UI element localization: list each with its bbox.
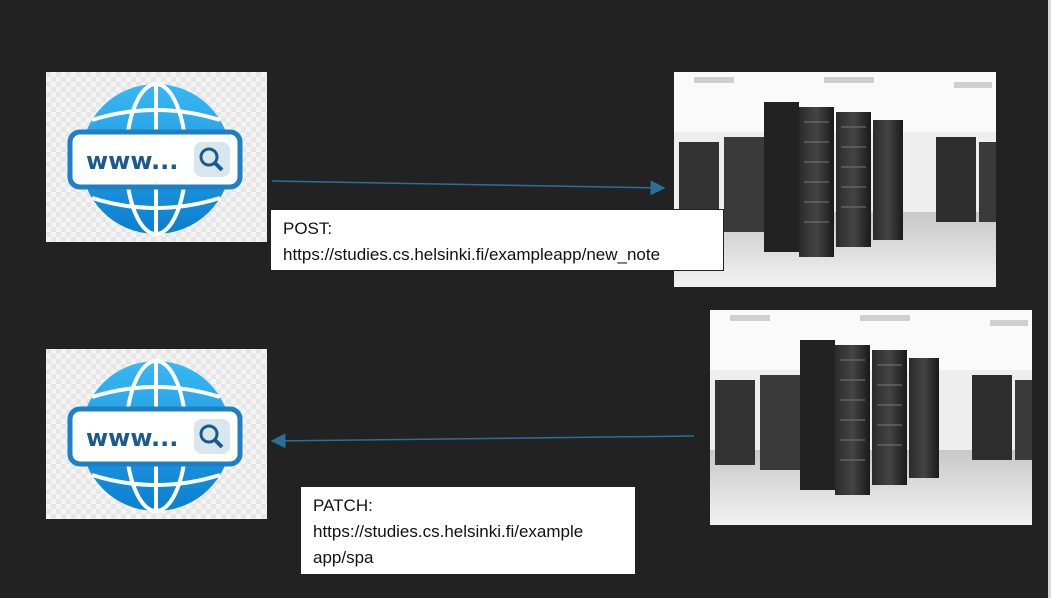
globe-search-icon: www... (46, 349, 267, 519)
globe-search-icon: www... (46, 72, 267, 242)
slide-edge (1048, 0, 1051, 598)
response-arrow (270, 433, 695, 449)
server-room-icon (674, 72, 996, 287)
response-method: PATCH: (313, 496, 373, 515)
browser-client-top: www... (46, 72, 267, 242)
response-url-line2: app/spa (313, 548, 374, 567)
server-room-image-top (674, 72, 996, 287)
server-room-image-bottom (710, 310, 1032, 525)
browser-client-bottom: www... (46, 349, 267, 519)
request-arrow (271, 180, 666, 196)
request-url: https://studies.cs.helsinki.fi/exampleap… (283, 245, 661, 264)
server-room-icon (710, 310, 1032, 525)
request-method: POST: (283, 219, 333, 238)
response-url-line1: https://studies.cs.helsinki.fi/example (313, 522, 584, 541)
response-callout: PATCH: https://studies.cs.helsinki.fi/ex… (300, 486, 636, 575)
browser-label: www... (86, 424, 178, 452)
browser-label: www... (86, 147, 178, 175)
request-callout: POST: https://studies.cs.helsinki.fi/exa… (270, 209, 724, 271)
